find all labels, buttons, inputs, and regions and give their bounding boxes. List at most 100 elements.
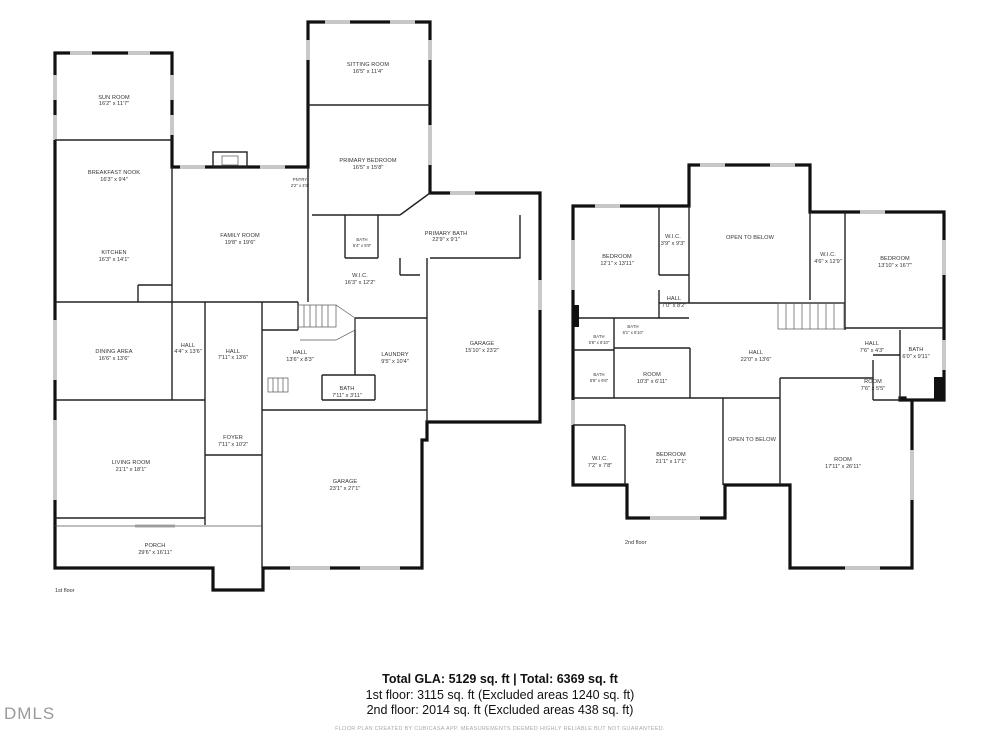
svg-text:23'1" x 27'1": 23'1" x 27'1" xyxy=(330,486,361,492)
second-floor-label: 2nd floor xyxy=(625,540,647,546)
svg-text:LIVING ROOM: LIVING ROOM xyxy=(112,460,151,466)
svg-text:13'6" x 8'3": 13'6" x 8'3" xyxy=(286,357,314,363)
svg-text:6'1" x 5'10": 6'1" x 5'10" xyxy=(623,330,644,335)
svg-text:16'3" x 14'1": 16'3" x 14'1" xyxy=(99,257,130,263)
second-floor-area: 2nd floor: 2014 sq. ft (Excluded areas 4… xyxy=(366,703,634,717)
svg-text:PORCH: PORCH xyxy=(145,543,166,549)
svg-text:22'0" x 13'6": 22'0" x 13'6" xyxy=(741,357,772,363)
first-floor-plan xyxy=(53,20,542,592)
staircase-upper xyxy=(777,302,845,330)
svg-text:7'0" x 8'2": 7'0" x 8'2" xyxy=(662,303,686,309)
svg-text:KITCHEN: KITCHEN xyxy=(101,250,126,256)
staircase xyxy=(297,304,356,341)
svg-text:16'3" x 9'4": 16'3" x 9'4" xyxy=(100,177,128,183)
svg-text:21'1" x 18'1": 21'1" x 18'1" xyxy=(116,467,147,473)
svg-text:7'11" x 10'2": 7'11" x 10'2" xyxy=(218,442,248,448)
svg-text:BATH: BATH xyxy=(340,386,355,392)
svg-text:BATH: BATH xyxy=(356,237,367,242)
svg-text:7'11" x 13'6": 7'11" x 13'6" xyxy=(218,355,248,361)
svg-text:OPEN TO BELOW: OPEN TO BELOW xyxy=(726,235,775,241)
first-floor-label: 1st floor xyxy=(55,588,75,594)
svg-text:16'5" x 11'4": 16'5" x 11'4" xyxy=(353,69,383,75)
svg-text:HALL: HALL xyxy=(226,349,240,355)
svg-text:9'5" x 10'4": 9'5" x 10'4" xyxy=(381,359,409,365)
disclaimer-text: FLOOR PLAN CREATED BY CUBICASA APP. MEAS… xyxy=(335,726,665,732)
room-wic-3: W.I.C.7'2" x 7'8" xyxy=(588,456,612,469)
svg-text:3'9" x 9'3": 3'9" x 9'3" xyxy=(661,241,685,247)
svg-text:FAMILY ROOM: FAMILY ROOM xyxy=(220,233,260,239)
second-floor-plan xyxy=(571,163,946,570)
svg-text:6'0" x 9'11": 6'0" x 9'11" xyxy=(902,354,929,360)
svg-text:ROOM: ROOM xyxy=(834,457,852,463)
svg-text:BREAKFAST NOOK: BREAKFAST NOOK xyxy=(88,170,140,176)
svg-text:5'4" x 5'9": 5'4" x 5'9" xyxy=(353,243,372,248)
svg-text:BEDROOM: BEDROOM xyxy=(602,254,632,260)
svg-text:PRIMARY BATH: PRIMARY BATH xyxy=(425,231,468,237)
svg-text:PRIMARY BEDROOM: PRIMARY BEDROOM xyxy=(339,158,396,164)
svg-text:4'6" x 12'9": 4'6" x 12'9" xyxy=(814,259,842,265)
svg-text:17'11" x 26'11": 17'11" x 26'11" xyxy=(825,464,861,470)
mls-logo: DMLS xyxy=(4,704,56,723)
svg-text:HALL: HALL xyxy=(865,341,879,347)
svg-text:SUN ROOM: SUN ROOM xyxy=(98,95,130,101)
svg-text:OPEN TO BELOW: OPEN TO BELOW xyxy=(728,437,777,443)
svg-text:15'10" x 23'2": 15'10" x 23'2" xyxy=(465,348,499,354)
svg-text:BATH: BATH xyxy=(627,324,638,329)
svg-text:2'2" x 4'5": 2'2" x 4'5" xyxy=(291,183,310,188)
total-area-summary: Total GLA: 5129 sq. ft | Total: 6369 sq.… xyxy=(382,672,618,686)
svg-text:HALL: HALL xyxy=(667,296,681,302)
svg-text:13'10" x 16'7": 13'10" x 16'7" xyxy=(878,263,912,269)
svg-text:ROOM: ROOM xyxy=(643,372,661,378)
svg-text:16'2" x 11'7": 16'2" x 11'7" xyxy=(99,101,129,107)
garage-steps xyxy=(267,377,289,393)
svg-text:12'1" x 13'11": 12'1" x 13'11" xyxy=(600,261,633,267)
svg-text:5'8" x 6'6": 5'8" x 6'6" xyxy=(590,378,609,383)
svg-text:GARAGE: GARAGE xyxy=(333,479,358,485)
room-wic-1: W.I.C.3'9" x 9'3" xyxy=(661,234,685,247)
svg-text:HALL: HALL xyxy=(293,350,307,356)
svg-text:7'6" x 4'3": 7'6" x 4'3" xyxy=(860,348,884,354)
svg-text:16'3" x 12'2": 16'3" x 12'2" xyxy=(345,280,376,286)
svg-text:16'6" x 13'6": 16'6" x 13'6" xyxy=(99,356,130,362)
svg-text:SITTING ROOM: SITTING ROOM xyxy=(347,62,389,68)
svg-text:DINING AREA: DINING AREA xyxy=(95,349,132,355)
svg-text:7'2" x 7'8": 7'2" x 7'8" xyxy=(588,463,612,469)
svg-text:22'9" x 9'1": 22'9" x 9'1" xyxy=(432,237,460,243)
svg-text:21'1" x 17'1": 21'1" x 17'1" xyxy=(656,459,687,465)
room-open-below-2: OPEN TO BELOW xyxy=(728,437,777,443)
room-wic-2: W.I.C.4'6" x 12'9" xyxy=(814,252,842,265)
svg-text:PNTRY: PNTRY xyxy=(293,177,308,182)
first-floor-area: 1st floor: 3115 sq. ft (Excluded areas 1… xyxy=(365,688,635,702)
svg-text:HALL: HALL xyxy=(181,343,195,349)
svg-text:7'11" x 3'11": 7'11" x 3'11" xyxy=(332,393,362,399)
svg-text:GARAGE: GARAGE xyxy=(470,341,495,347)
svg-text:16'5" x 15'8": 16'5" x 15'8" xyxy=(353,165,384,171)
svg-text:W.I.C.: W.I.C. xyxy=(352,273,368,279)
svg-text:7'6" x 5'5": 7'6" x 5'5" xyxy=(861,386,885,392)
svg-text:ROOM: ROOM xyxy=(864,379,882,385)
